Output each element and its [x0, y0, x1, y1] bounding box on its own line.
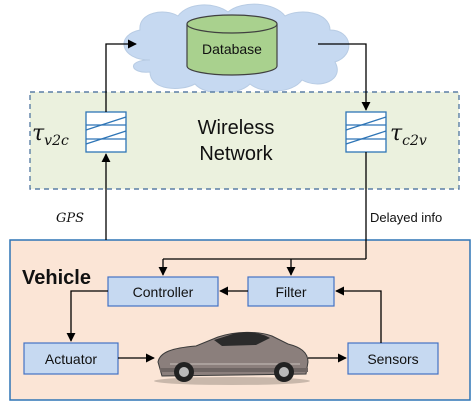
vehicle-region	[9, 239, 471, 401]
actuator-label: Actuator	[45, 351, 97, 367]
controller-block: Controller	[107, 276, 219, 307]
network-label-line1: Wireless	[198, 117, 275, 139]
car-icon	[154, 331, 310, 385]
database-cylinder: Database	[186, 14, 278, 76]
tau-c2v-symbol: τ	[390, 121, 403, 146]
database-label: Database	[202, 41, 262, 57]
filter-block: Filter	[247, 276, 335, 307]
sensors-block: Sensors	[347, 342, 439, 375]
sensors-label: Sensors	[367, 351, 418, 367]
network-label-line2: Network	[199, 143, 273, 165]
tau-v2c-subscript: v2c	[44, 133, 69, 149]
arrow-v2c-to-cloud	[105, 39, 137, 112]
tau-v2c-label: τv2c	[32, 121, 69, 149]
delay-buffer-v2c	[85, 111, 127, 153]
delay-buffer-c2v	[345, 111, 387, 153]
gps-label: GPS	[56, 211, 84, 226]
arrow-cloud-to-c2v	[318, 43, 371, 111]
controller-label: Controller	[133, 284, 194, 300]
arrow-sensors-to-filter	[335, 286, 382, 343]
tau-c2v-subscript: c2v	[402, 133, 427, 149]
vehicle-title: Vehicle	[22, 267, 91, 289]
tau-v2c-symbol: τ	[32, 121, 45, 146]
filter-label: Filter	[275, 284, 306, 300]
delayed-info-label: Delayed info	[370, 210, 442, 225]
actuator-block: Actuator	[23, 342, 119, 375]
tau-c2v-label: τc2v	[390, 121, 427, 149]
arrow-controller-to-actuator	[66, 290, 108, 342]
